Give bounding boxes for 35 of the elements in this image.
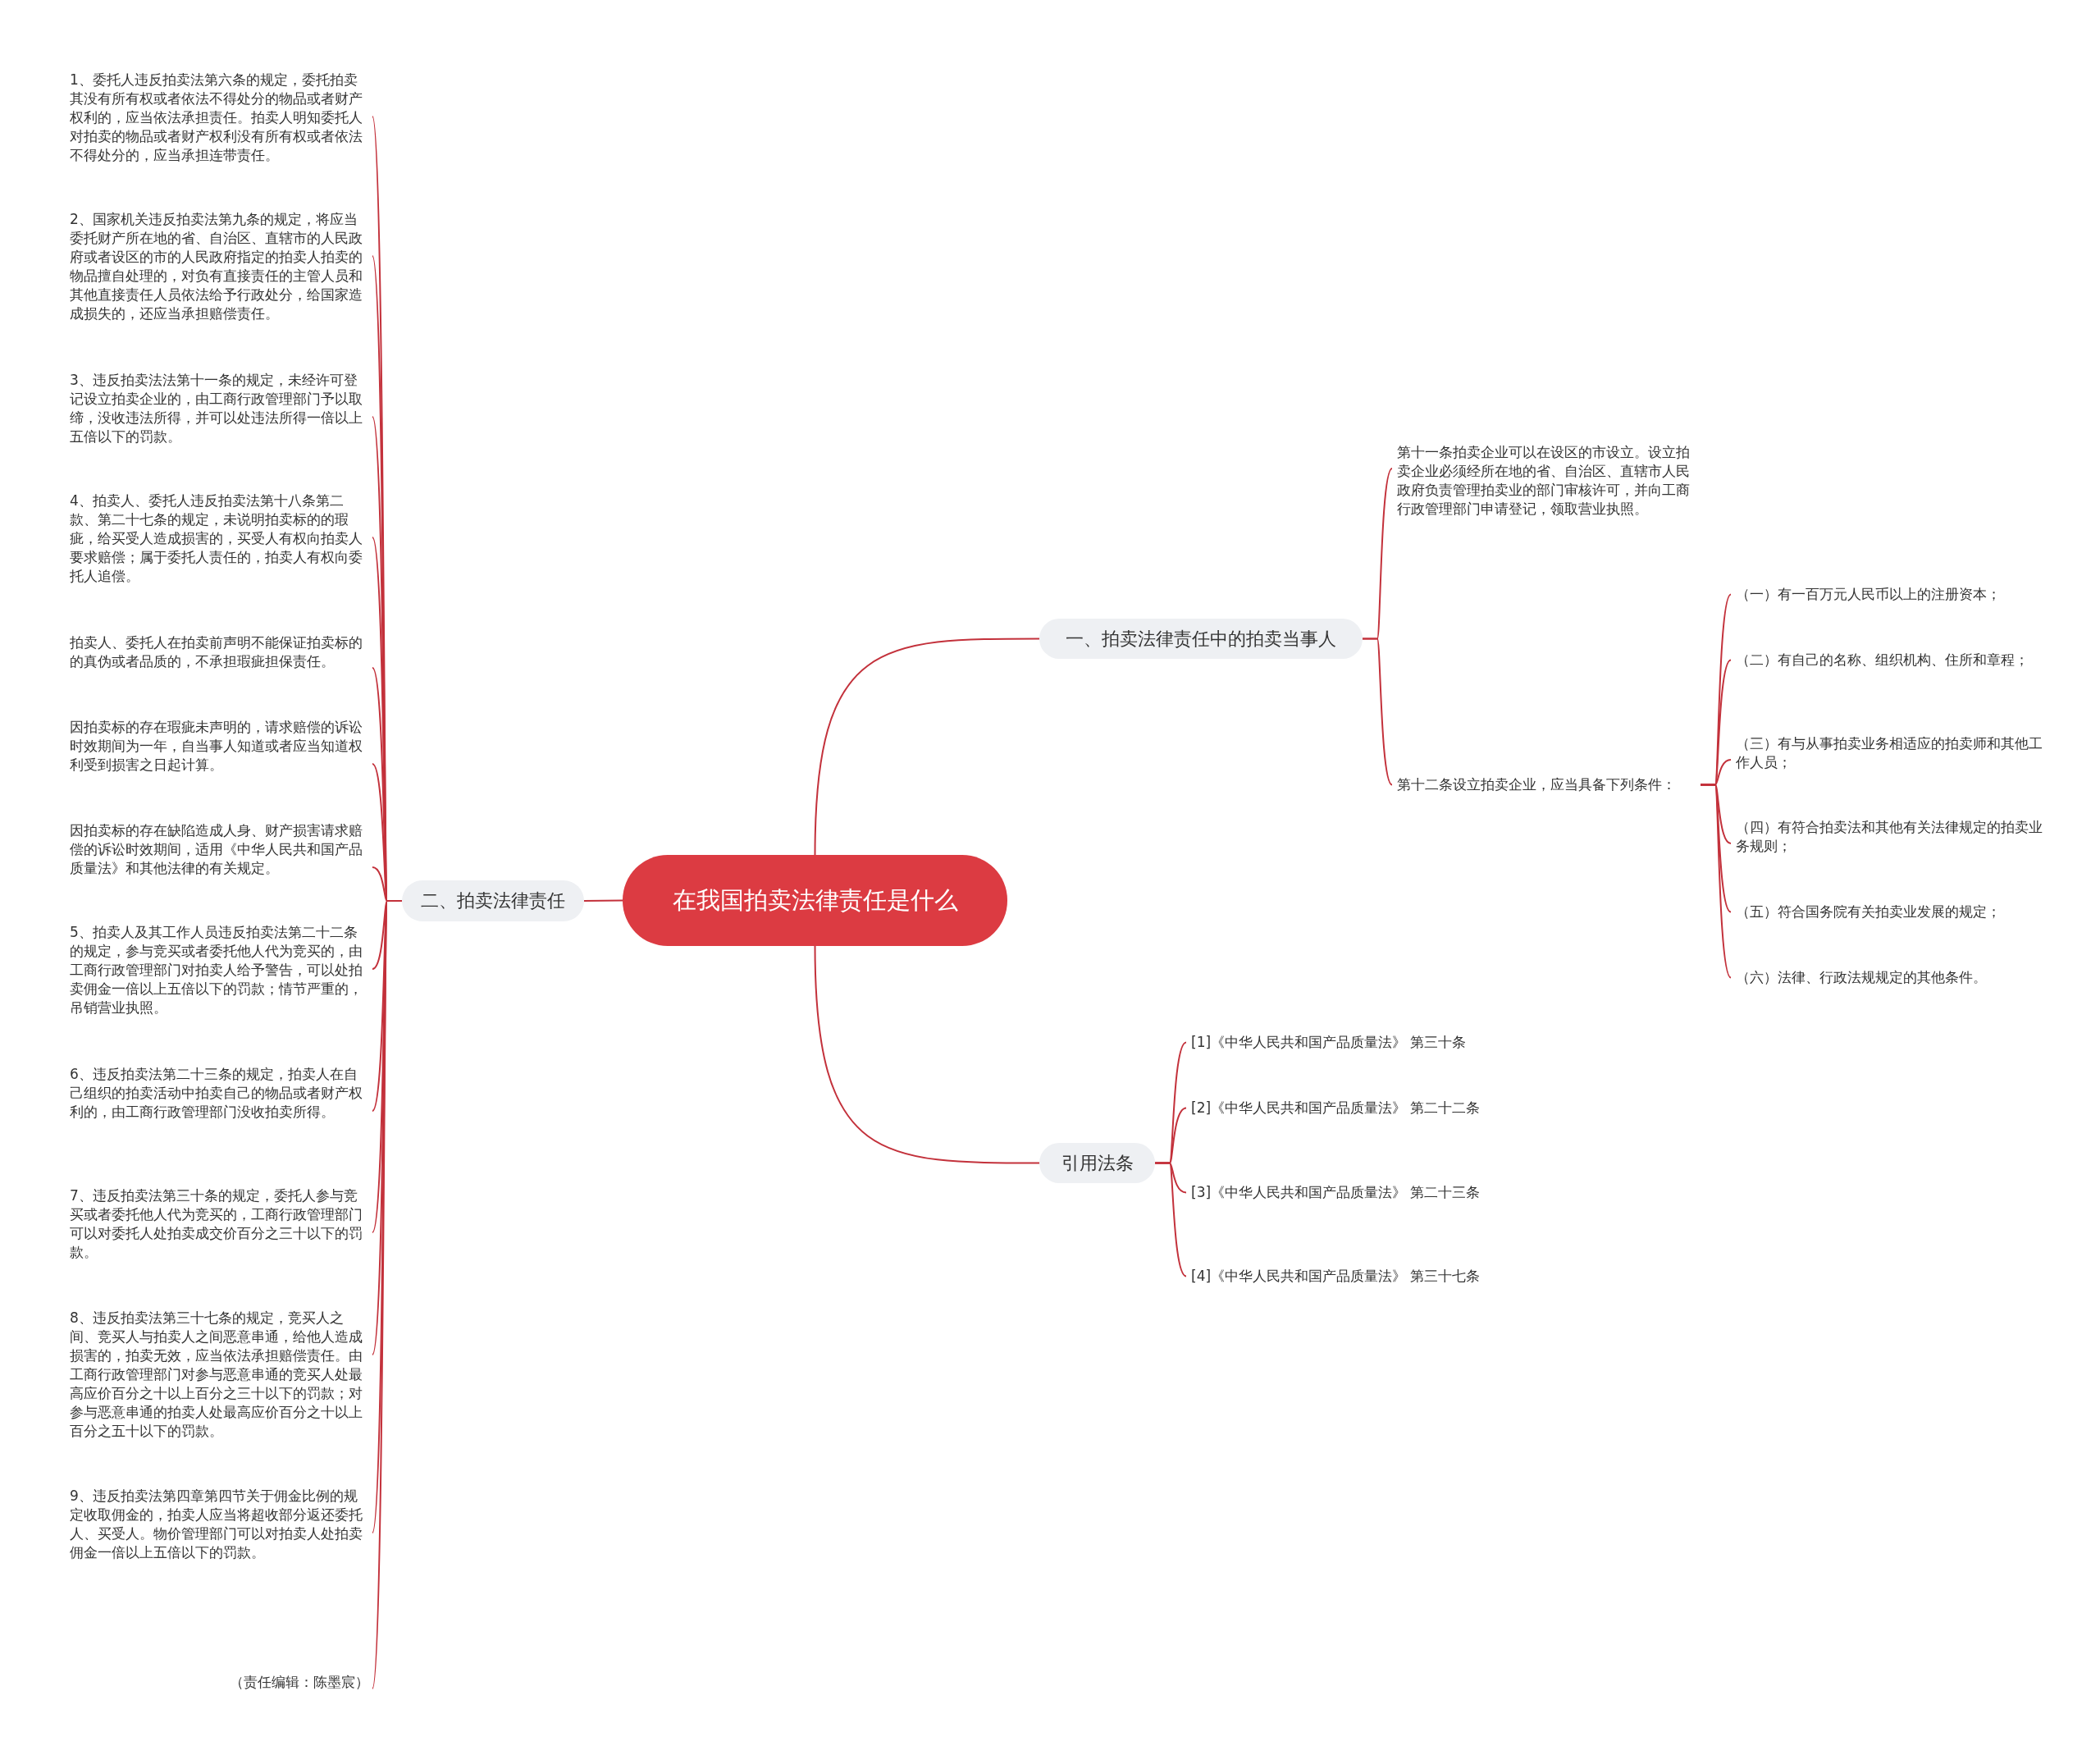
note-text: 5、拍卖人及其工作人员违反拍卖法第二十二条的规定，参与竞买或者委托他人代为竞买的，由工商行政管理部门对拍卖人给予警告，可以处拍卖佣金一倍以上五倍以下的罚款；情节严重的，吊销营业执照。 — [70, 923, 369, 1017]
note-text: （一）有一百万元人民币以上的注册资本； — [1736, 585, 2043, 604]
note-text: 2、国家机关违反拍卖法第九条的规定，将应当委托财产所在地的省、自治区、直辖市的人民政府或者设区的市的人民政府指定的拍卖人拍卖的物品擅自处理的，对负有直接责任的主管人员和其他直接责任人员依法给予行政处分，给国家造成损失的，还应当承担赔偿责任。 — [70, 210, 369, 323]
note-text: 6、违反拍卖法第二十三条的规定，拍卖人在自己组织的拍卖活动中拍卖自己的物品或者财产权利的，由工商行政管理部门没收拍卖所得。 — [70, 1065, 369, 1122]
note-text: [2]《中华人民共和国产品质量法》 第二十二条 — [1191, 1099, 1486, 1117]
note-text: （责任编辑：陈墨宸） — [70, 1673, 369, 1692]
note-text: 3、违反拍卖法法第十一条的规定，未经许可登记设立拍卖企业的，由工商行政管理部门予以取缔，没收违法所得，并可以处违法所得一倍以上五倍以下的罚款。 — [70, 371, 369, 446]
branch-box: 一、拍卖法律责任中的拍卖当事人 — [1039, 619, 1363, 659]
note-text: 9、违反拍卖法第四章第四节关于佣金比例的规定收取佣金的，拍卖人应当将超收部分返还委托人、买受人。物价管理部门可以对拍卖人处拍卖佣金一倍以上五倍以下的罚款。 — [70, 1487, 369, 1562]
connector — [814, 945, 1040, 1164]
connector — [1700, 784, 1732, 979]
note-text: 因拍卖标的存在瑕疵未声明的，请求赔偿的诉讼时效期间为一年，自当事人知道或者应当知道权利受到损害之日起计算。 — [70, 718, 369, 775]
note-text: （五）符合国务院有关拍卖业发展的规定； — [1736, 903, 2043, 921]
connector — [814, 638, 1040, 856]
note-text: 第十一条拍卖企业可以在设区的市设立。设立拍卖企业必须经所在地的省、自治区、直辖市人民政府负责管理拍卖业的部门审核许可，并向工商行政管理部门申请登记，领取营业执照。 — [1397, 443, 1701, 519]
connector — [1154, 1162, 1187, 1277]
note-text: （四）有符合拍卖法和其他有关法律规定的拍卖业务规则； — [1736, 818, 2043, 856]
branch-box: 引用法条 — [1039, 1143, 1155, 1183]
note-text: 因拍卖标的存在缺陷造成人身、财产损害请求赔偿的诉讼时效期间，适用《中华人民共和国产品质量法》和其他法律的有关规定。 — [70, 821, 369, 878]
note-text: [4]《中华人民共和国产品质量法》 第三十七条 — [1191, 1267, 1486, 1286]
note-text: 4、拍卖人、委托人违反拍卖法第十八条第二款、第二十七条的规定，未说明拍卖标的的瑕疵，给买受人造成损害的，买受人有权向拍卖人要求赔偿；属于委托人责任的，拍卖人有权向委托人追偿。 — [70, 491, 369, 586]
topic-box: 在我国拍卖法律责任是什么 — [623, 855, 1007, 946]
connector — [583, 899, 623, 902]
note-text: 拍卖人、委托人在拍卖前声明不能保证拍卖标的的真伪或者品质的，不承担瑕疵担保责任。 — [70, 633, 369, 671]
connector — [1362, 638, 1393, 786]
note-text: （二）有自己的名称、组织机构、住所和章程； — [1736, 651, 2043, 669]
note-text: （六）法律、行政法规规定的其他条件。 — [1736, 968, 2043, 987]
note-text: （三）有与从事拍卖业务相适应的拍卖师和其他工作人员； — [1736, 734, 2043, 772]
note-text: 第十二条设立拍卖企业，应当具备下列条件： — [1397, 775, 1701, 794]
note-text: 1、委托人违反拍卖法第六条的规定，委托拍卖其没有所有权或者依法不得处分的物品或者财产权利的，应当依法承担责任。拍卖人明知委托人对拍卖的物品或者财产权利没有所有权或者依法不得处分的，应当承担连带责任。 — [70, 71, 369, 165]
note-text: [1]《中华人民共和国产品质量法》 第三十条 — [1191, 1033, 1486, 1052]
branch-box: 二、拍卖法律责任 — [402, 880, 584, 921]
note-text: 8、违反拍卖法第三十七条的规定，竞买人之间、竞买人与拍卖人之间恶意串通，给他人造成损害的，拍卖无效，应当依法承担赔偿责任。由工商行政管理部门对参与恶意串通的竞买人处最高应价百分之十以上百分之三十以下的罚款；对参与恶意串通的拍卖人处最高应价百分之十以上百分之五十以下的罚款。 — [70, 1309, 369, 1441]
note-text: 7、违反拍卖法第三十条的规定，委托人参与竞买或者委托他人代为竞买的，工商行政管理部门可以对委托人处拍卖成交价百分之三十以下的罚款。 — [70, 1186, 369, 1262]
note-text: [3]《中华人民共和国产品质量法》 第二十三条 — [1191, 1183, 1486, 1202]
